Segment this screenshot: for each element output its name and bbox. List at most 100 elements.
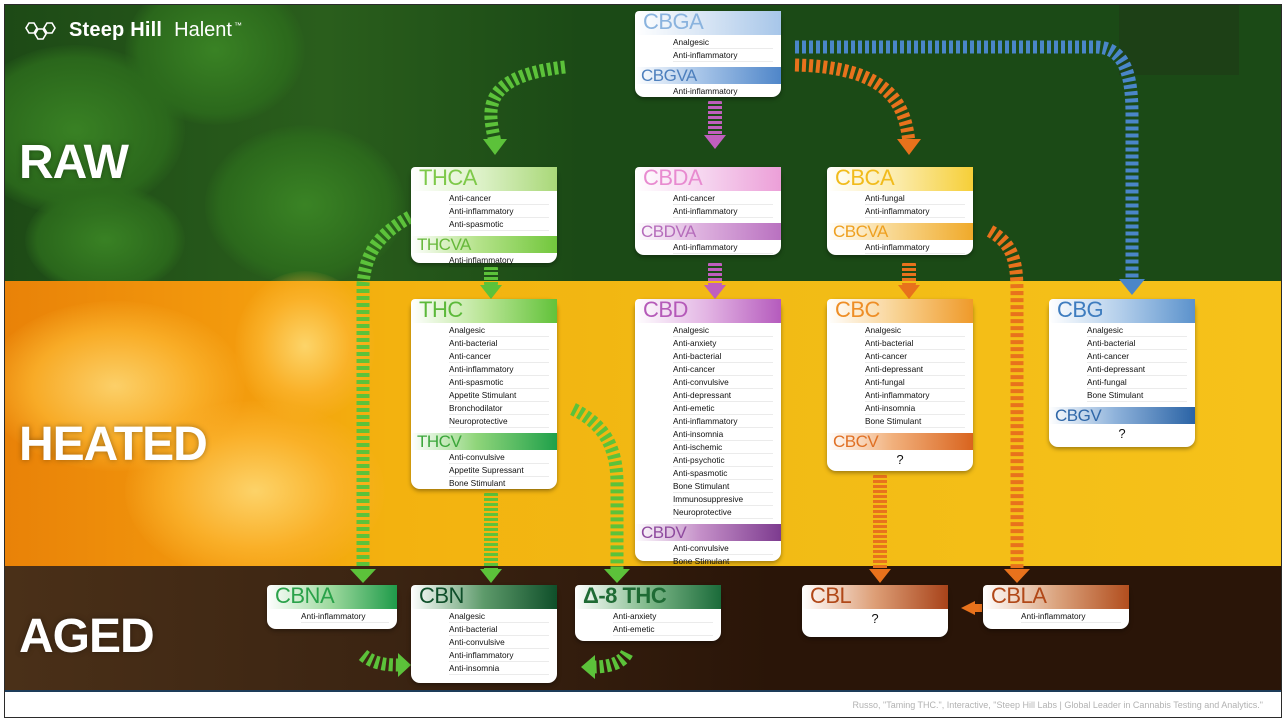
property: Anti-bacterial — [865, 337, 965, 350]
card-header: CBGA — [635, 9, 781, 35]
property: Anti-insomnia — [449, 662, 549, 675]
property: Anti-inflammatory — [449, 254, 549, 267]
property-list: Analgesic Anti-bacterial Anti-cancer Ant… — [827, 323, 973, 430]
trademark: ™ — [233, 21, 242, 30]
cannabinoid-name: CBCV — [833, 432, 879, 451]
property: Anti-inflammatory — [449, 363, 549, 376]
property: Anti-spasmotic — [673, 467, 773, 480]
leaf-shape — [25, 185, 185, 295]
flame-shape — [235, 271, 375, 421]
arrow-cbda-to-cbd — [708, 263, 722, 285]
card-cbl: CBL ? — [802, 583, 948, 637]
cannabinoid-name: CBGA — [643, 9, 704, 34]
card-header: Δ-8 THC — [575, 584, 721, 609]
property: Anti-emetic — [673, 402, 773, 415]
sub-header: THCV — [411, 433, 557, 450]
cannabinoid-name: THCVA — [417, 235, 471, 254]
property-list: Anti-fungal Anti-inflammatory — [827, 191, 973, 220]
property: Anti-depressant — [865, 363, 965, 376]
card-cbda: CBDA Anti-cancer Anti-inflammatory CBDVA… — [635, 165, 781, 255]
property: Bone Stimulant — [673, 555, 773, 568]
arrow-cbc-to-cbl — [873, 475, 887, 571]
property: Anti-convulsive — [449, 451, 549, 464]
property-list: Analgesic Anti-bacterial Anti-convulsive… — [411, 609, 557, 677]
cannabinoid-name: CBGV — [1055, 406, 1102, 425]
property: Anti-inflammatory — [673, 415, 773, 428]
property: Bone Stimulant — [865, 415, 965, 428]
card-cbla: CBLA Anti-inflammatory — [983, 583, 1129, 629]
card-header: CBC — [827, 298, 973, 323]
property: Anti-anxiety — [613, 610, 713, 623]
sub-header: CBDV — [635, 524, 781, 541]
property-list: Anti-cancer Anti-inflammatory Anti-spasm… — [411, 191, 557, 233]
leaf-shape — [125, 5, 305, 125]
property: Anti-psychotic — [673, 454, 773, 467]
property: Anti-fungal — [1087, 376, 1187, 389]
property: Anti-inflammatory — [865, 241, 965, 254]
cannabinoid-name: THCV — [417, 432, 462, 451]
property: Anti-spasmotic — [449, 376, 549, 389]
property: Bone Stimulant — [449, 477, 549, 490]
property-list: Anti-inflammatory — [411, 253, 557, 269]
infographic: Steep Hill Halent ™ RAW HEATED AGED — [4, 4, 1282, 718]
arrow-cbca-to-cbc — [902, 263, 916, 285]
property: Analgesic — [865, 324, 965, 337]
property: Anti-depressant — [673, 389, 773, 402]
cannabinoid-name: CBL — [810, 583, 852, 608]
card-cbga: CBGA Analgesic Anti-inflammatory CBGVA A… — [635, 9, 781, 98]
arrowhead — [704, 135, 726, 149]
card-header: CBG — [1049, 298, 1195, 323]
unknown-property: ? — [871, 611, 879, 626]
property: Anti-emetic — [613, 623, 713, 636]
cannabinoid-name: CBN — [419, 583, 464, 608]
card-thca: THCA Anti-cancer Anti-inflammatory Anti-… — [411, 166, 557, 267]
cannabinoid-name: CBD — [643, 297, 688, 322]
property: Anti-bacterial — [449, 337, 549, 350]
cannabinoid-name: CBNA — [275, 583, 335, 608]
property: Anti-cancer — [673, 192, 773, 205]
property: Anti-ischemic — [673, 441, 773, 454]
property: Bronchodilator — [449, 402, 549, 415]
arrowhead — [704, 285, 726, 299]
property: Anti-inflammatory — [673, 85, 773, 98]
corner-patch — [1119, 5, 1239, 75]
cannabinoid-name: CBDVA — [641, 222, 696, 241]
card-cbg: CBG Analgesic Anti-bacterial Anti-cancer… — [1049, 298, 1195, 447]
card-header: CBL — [802, 583, 948, 609]
arrow-cbga-to-cbda — [708, 101, 722, 135]
property: Anti-inflammatory — [673, 49, 773, 62]
cannabinoid-name: CBDA — [643, 165, 703, 190]
arrowhead — [480, 285, 502, 299]
arrowhead — [480, 569, 502, 583]
cannabinoid-name: CBGVA — [641, 66, 697, 85]
cannabinoid-name: CBLA — [991, 583, 1047, 608]
property: Analgesic — [673, 36, 773, 49]
sub-header: CBDVA — [635, 223, 781, 240]
arrow-thca-to-thc — [484, 267, 498, 285]
cannabinoid-name: CBCA — [835, 165, 895, 190]
property: Anti-bacterial — [673, 350, 773, 363]
property: Analgesic — [1087, 324, 1187, 337]
property-list: Analgesic Anti-bacterial Anti-cancer Ant… — [1049, 323, 1195, 404]
property: Anti-bacterial — [449, 623, 549, 636]
property-list: Analgesic Anti-anxiety Anti-bacterial An… — [635, 323, 781, 521]
card-cbca: CBCA Anti-fungal Anti-inflammatory CBCVA… — [827, 165, 973, 256]
property-list: Anti-cancer Anti-inflammatory — [635, 191, 781, 220]
card-header: CBLA — [983, 583, 1129, 609]
stage-label-raw: RAW — [19, 136, 129, 189]
property: Anti-cancer — [449, 350, 549, 363]
property: Anti-convulsive — [673, 376, 773, 389]
card-header: CBCA — [827, 165, 973, 191]
property: Anti-anxiety — [673, 337, 773, 350]
property-list: Anti-inflammatory — [827, 240, 973, 256]
property: Anti-depressant — [1087, 363, 1187, 376]
card-thc: THC Analgesic Anti-bacterial Anti-cancer… — [411, 298, 557, 490]
property: Anti-inflammatory — [449, 205, 549, 218]
property: Anti-fungal — [865, 192, 965, 205]
property: Appetite Supressant — [449, 464, 549, 477]
property: Anti-insomnia — [673, 428, 773, 441]
property: Anti-cancer — [449, 192, 549, 205]
property: Anti-inflammatory — [673, 241, 773, 254]
card-header: CBDA — [635, 165, 781, 191]
property: Anti-inflammatory — [673, 205, 773, 218]
